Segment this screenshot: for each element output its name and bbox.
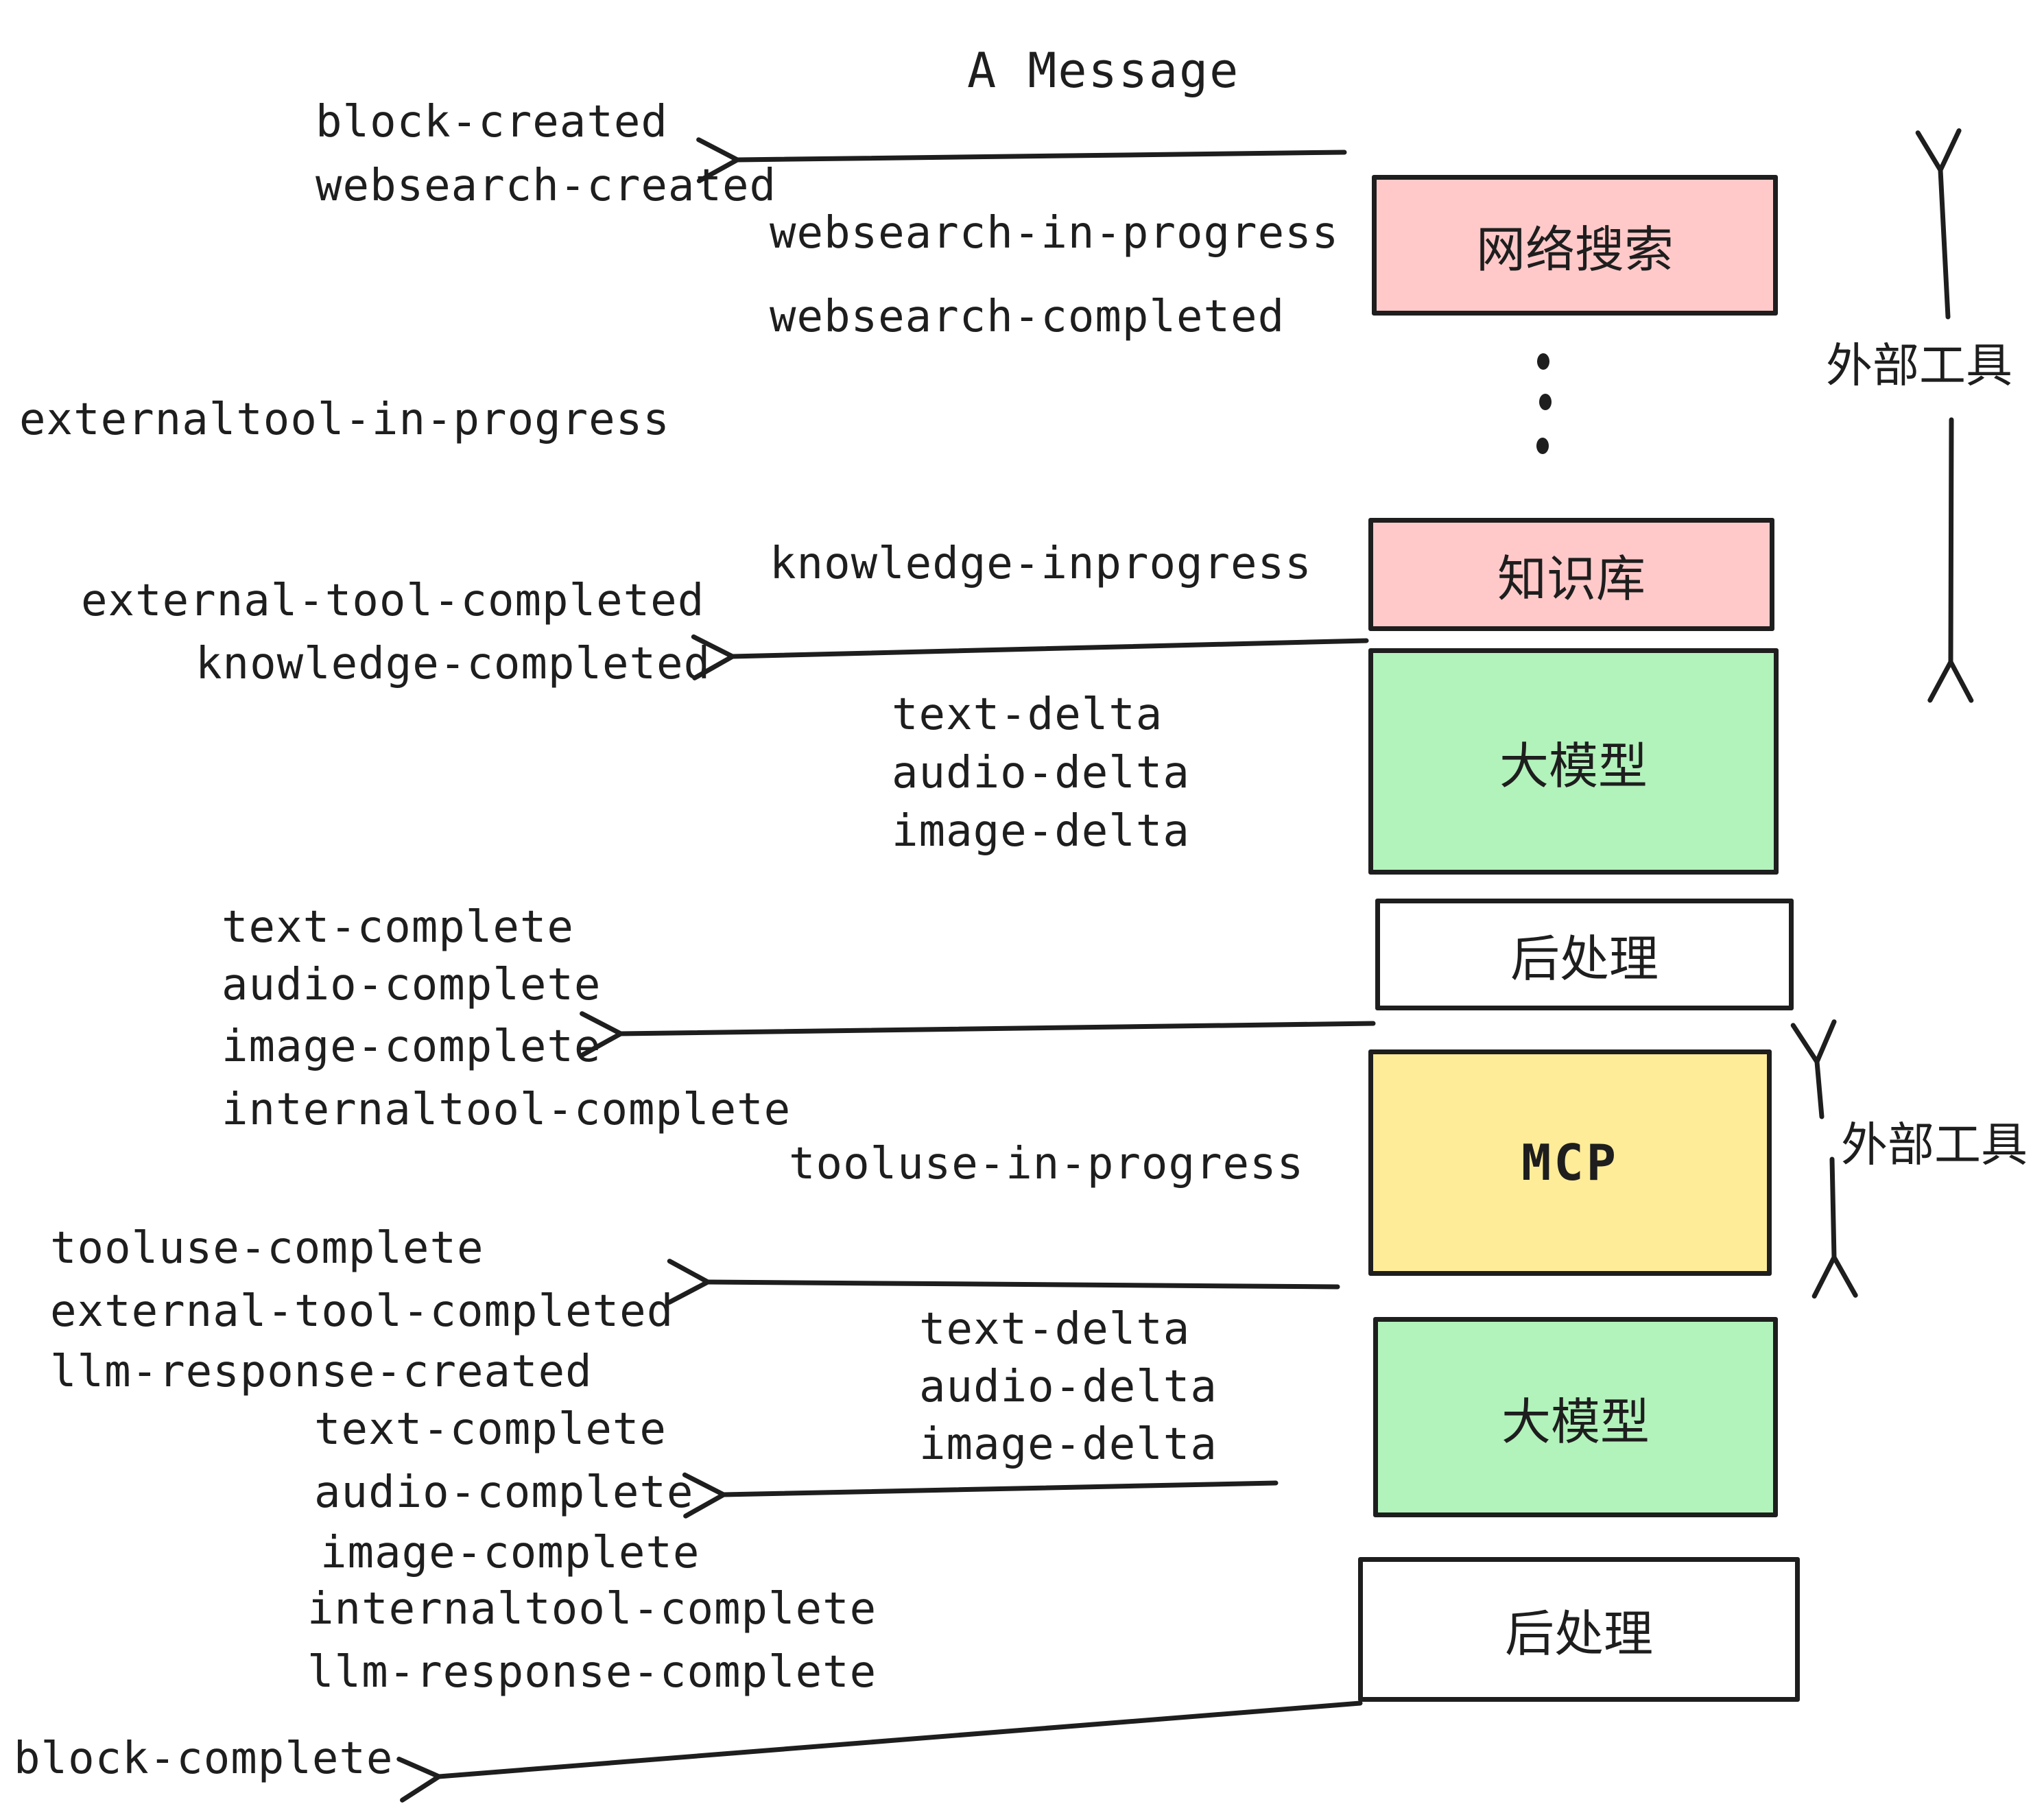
event-audio-complete-2: audio-complete [314,1467,694,1518]
arrow-to-image-complete [580,1011,1376,1058]
event-text-delta-1: text-delta [892,689,1163,740]
event-audio-delta-1: audio-delta [892,748,1190,798]
box-knowledge: 知识库 [1368,518,1774,631]
event-externaltool-in-progress: externaltool-in-progress [19,394,670,445]
event-knowledge-inprogress: knowledge-inprogress [770,538,1312,589]
arrow-to-block-created [696,137,1347,184]
mcp-external-arrow-up-icon [1790,1019,1837,1119]
event-tooluse-complete: tooluse-complete [50,1223,484,1274]
event-websearch-in-progress: websearch-in-progress [770,208,1340,259]
external-tools-arrow-up-icon [1915,128,1962,320]
arrow-to-tooluse-complete [667,1259,1340,1305]
event-block-complete: block-complete [14,1733,394,1784]
box-postprocess-2: 后处理 [1358,1557,1800,1702]
event-internaltool-complete-2: internaltool-complete [307,1584,877,1635]
event-text-complete-1: text-complete [222,902,574,953]
box-postprocess-2-label: 后处理 [1504,1605,1653,1663]
event-external-tool-completed-2: external-tool-completed [50,1286,674,1337]
event-audio-delta-2: audio-delta [919,1362,1217,1412]
box-mcp-label: MCP [1521,1134,1619,1191]
event-image-delta-1: image-delta [892,806,1190,857]
event-text-complete-2: text-complete [314,1404,667,1455]
ellipsis-dots-icon [1536,353,1552,454]
box-knowledge-label: 知识库 [1497,550,1645,608]
event-text-delta-2: text-delta [919,1304,1191,1355]
event-image-complete-2: image-complete [320,1528,700,1578]
event-knowledge-completed: knowledge-completed [195,639,711,689]
arrow-to-audio-complete [682,1472,1279,1519]
event-llm-response-created: llm-response-created [50,1346,593,1397]
box-llm-2-label: 大模型 [1501,1392,1650,1451]
event-websearch-completed: websearch-completed [770,292,1285,342]
arrow-to-knowledge-completed [691,634,1369,680]
event-llm-response-complete: llm-response-complete [307,1647,877,1698]
event-internaltool-complete-1: internaltool-complete [222,1084,792,1135]
event-image-delta-2: image-delta [919,1419,1217,1470]
external-tools-label-mcp: 外部工具 [1840,1118,2028,1173]
arrow-to-block-complete [396,1700,1363,1803]
box-llm-1-label: 大模型 [1499,737,1648,795]
box-llm-2: 大模型 [1373,1317,1778,1517]
box-websearch: 网络搜索 [1372,175,1778,316]
box-postprocess-1: 后处理 [1375,899,1794,1010]
event-tooluse-in-progress: tooluse-in-progress [789,1139,1305,1189]
mcp-external-arrow-down-icon [1811,1156,1858,1299]
external-tools-label-top: 外部工具 [1825,339,2013,394]
box-postprocess-1-label: 后处理 [1510,930,1659,988]
diagram-title: A Message [967,43,1240,99]
box-llm-1: 大模型 [1368,648,1779,875]
box-websearch-label: 网络搜索 [1475,221,1674,278]
box-mcp: MCP [1368,1049,1772,1276]
event-audio-complete-1: audio-complete [222,960,602,1010]
event-block-created: block-created [316,97,668,147]
event-websearch-created: websearch-created [316,161,777,211]
event-external-tool-completed-1: external-tool-completed [81,575,705,626]
event-image-complete-1: image-complete [222,1021,602,1072]
